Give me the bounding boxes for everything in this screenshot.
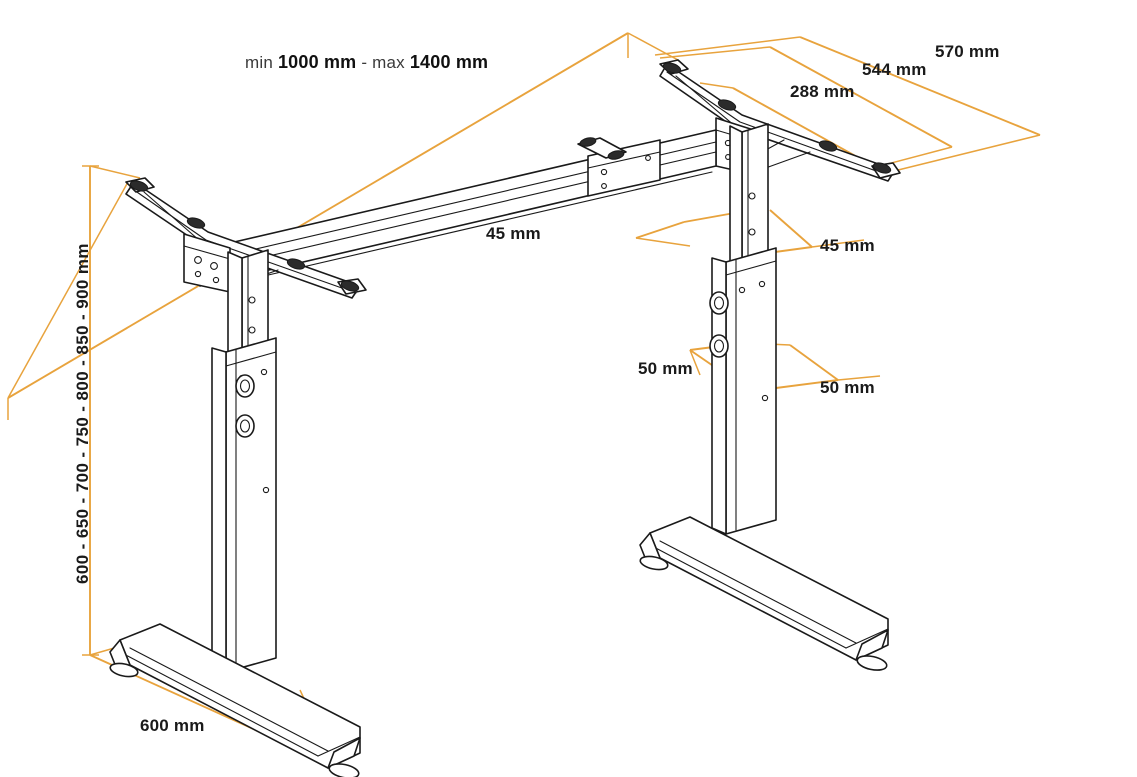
left-lower-column — [211, 337, 277, 673]
desk-frame-geometry — [109, 59, 901, 777]
right-foot — [639, 516, 889, 671]
dimension-label-column-upper-left: 45 mm — [486, 224, 541, 243]
right-leg-assembly — [639, 59, 901, 671]
right-lower-column — [709, 247, 777, 535]
dim-depth-570 — [654, 36, 1041, 173]
right-upper-column — [729, 123, 769, 281]
dimension-label-foot-length: 600 mm — [140, 716, 205, 735]
dimension-label-column-lower-left: 50 mm — [638, 359, 693, 378]
width-min-value: 1000 mm — [277, 52, 357, 72]
width-min-prefix: min — [245, 53, 273, 72]
width-separator: - — [361, 53, 368, 72]
dimension-label-column-lower-right: 50 mm — [820, 378, 875, 397]
left-column-knobs — [235, 374, 255, 438]
dimension-label-height-steps: 600 - 650 - 700 - 750 - 800 - 850 - 900 … — [73, 243, 92, 584]
width-max-prefix: max — [372, 53, 405, 72]
right-column-knobs — [709, 291, 729, 358]
left-leg-assembly — [109, 177, 367, 777]
dim-column-50-right — [775, 344, 881, 389]
dimension-label-depth-inner: 288 mm — [790, 82, 855, 101]
dimension-label-width: min 1000 mm - max 1400 mm — [245, 52, 488, 73]
left-foot — [109, 623, 361, 777]
dimension-label-depth-outer: 570 mm — [935, 42, 1000, 61]
dimension-label-depth-middle: 544 mm — [862, 60, 927, 79]
left-column-housing — [183, 233, 231, 293]
crossbeam — [199, 129, 717, 287]
crossbeam-mount-tab — [577, 137, 627, 160]
width-max-value: 1400 mm — [409, 52, 489, 72]
dimension-label-column-upper-right: 45 mm — [820, 236, 875, 255]
dim-width-1000-1400 — [7, 32, 679, 420]
